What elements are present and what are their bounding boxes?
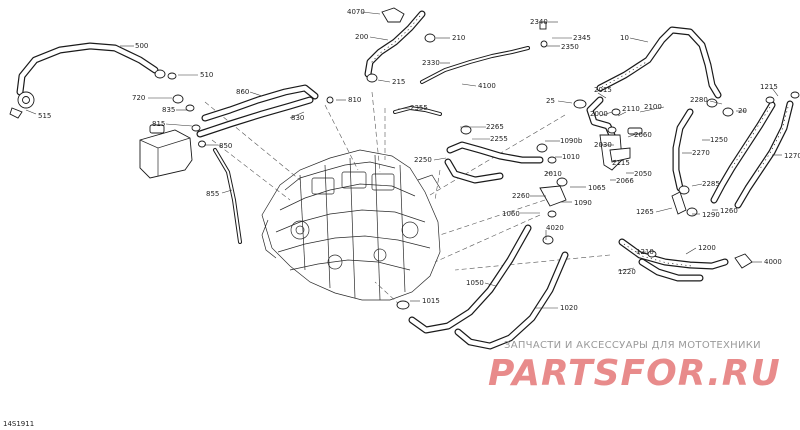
label-4100: 4100: [478, 82, 496, 90]
leader-lines: [25, 11, 782, 309]
label-1215: 1215: [760, 83, 778, 91]
label-1250: 1250: [710, 136, 728, 144]
label-2280: 2280: [690, 96, 708, 104]
label-850: 850: [219, 142, 232, 150]
label-810: 810: [348, 96, 361, 104]
label-2285: 2285: [702, 180, 720, 188]
label-1090: 1090: [574, 199, 592, 207]
label-2260: 2260: [512, 192, 530, 200]
label-200: 200: [355, 33, 368, 41]
hose-500: [16, 42, 159, 96]
drawing-id: 14S1911: [3, 420, 34, 428]
engine-block: [261, 149, 441, 301]
label-1050: 1050: [466, 279, 484, 287]
hose-2355: [393, 106, 442, 116]
label-2250: 2250: [414, 156, 432, 164]
label-215: 215: [392, 78, 405, 86]
clamps: [154, 21, 800, 310]
label-2355: 2355: [410, 104, 428, 112]
label-2115: 2115: [612, 159, 630, 167]
label-20: 20: [738, 107, 747, 115]
label-2000: 2000: [590, 110, 608, 118]
label-1200: 1200: [698, 244, 716, 252]
label-2100: 2100: [644, 103, 662, 111]
hose-2250: [444, 141, 544, 184]
watermark-brand: PARTSFOR.RU: [488, 353, 781, 394]
label-830: 830: [291, 114, 304, 122]
label-720: 720: [132, 94, 145, 102]
label-210: 210: [452, 34, 465, 42]
thermostat-housing-515: [9, 91, 35, 119]
hose-830: [196, 96, 314, 138]
label-1090b: 1090b: [560, 137, 583, 145]
label-25: 25: [546, 97, 555, 105]
coolant-reservoir: [139, 124, 193, 179]
label-815: 815: [152, 120, 165, 128]
hose-850: [213, 148, 242, 244]
label-2050: 2050: [634, 170, 652, 178]
label-2330: 2330: [422, 59, 440, 67]
label-2350: 2350: [561, 43, 579, 51]
hose-1220: [638, 258, 704, 282]
hose-200: [364, 10, 426, 78]
label-1010: 1010: [562, 153, 580, 161]
label-2270: 2270: [692, 149, 710, 157]
label-10: 10: [620, 34, 629, 42]
hose-860: [201, 84, 319, 122]
label-1065: 1065: [588, 184, 606, 192]
label-4000: 4000: [764, 258, 782, 266]
label-1210: 1210: [636, 248, 654, 256]
label-2265: 2265: [486, 123, 504, 131]
hose-10: [596, 26, 722, 99]
label-1220: 1220: [618, 268, 636, 276]
label-515: 515: [38, 112, 51, 120]
label-1060: 1060: [502, 210, 520, 218]
cap-4070: [381, 7, 405, 23]
label-4020: 4020: [546, 224, 564, 232]
label-2010: 2010: [544, 170, 562, 178]
label-1015: 1015: [422, 297, 440, 305]
label-2340: 2340: [530, 18, 548, 26]
hose-1200: [618, 238, 729, 270]
label-1270: 1270: [784, 152, 800, 160]
watermark-subtitle: ЗАПЧАСТИ И АКСЕССУАРЫ ДЛЯ МОТОТЕХНИКИ: [504, 340, 761, 351]
label-2060: 2060: [634, 131, 652, 139]
hose-1050: [408, 224, 532, 334]
hose-1020: [454, 251, 569, 350]
label-1290: 1290: [702, 211, 720, 219]
label-2066: 2066: [616, 177, 634, 185]
hose-2270: [672, 108, 694, 192]
hose-1270: [734, 100, 794, 209]
label-2030: 2030: [594, 141, 612, 149]
fittings: [539, 127, 687, 215]
label-1020: 1020: [560, 304, 578, 312]
label-855: 855: [206, 190, 219, 198]
label-1260: 1260: [720, 207, 738, 215]
hose-2000: [586, 96, 618, 144]
hose-2330: [420, 46, 530, 84]
label-510: 510: [200, 71, 213, 79]
label-2255: 2255: [490, 135, 508, 143]
label-1265: 1265: [636, 208, 654, 216]
label-500: 500: [135, 42, 148, 50]
label-2110: 2110: [622, 105, 640, 113]
hose-1250: [710, 101, 776, 204]
label-4070: 4070: [347, 8, 365, 16]
label-2015: 2015: [594, 86, 612, 94]
watermark: ЗАПЧАСТИ И АКСЕССУАРЫ ДЛЯ МОТОТЕХНИКИ PA…: [488, 340, 781, 394]
label-2345: 2345: [573, 34, 591, 42]
part-labels: 4070 200 210 215 500 510 515 720 835 815…: [38, 8, 800, 312]
label-835: 835: [162, 106, 175, 114]
label-860: 860: [236, 88, 249, 96]
